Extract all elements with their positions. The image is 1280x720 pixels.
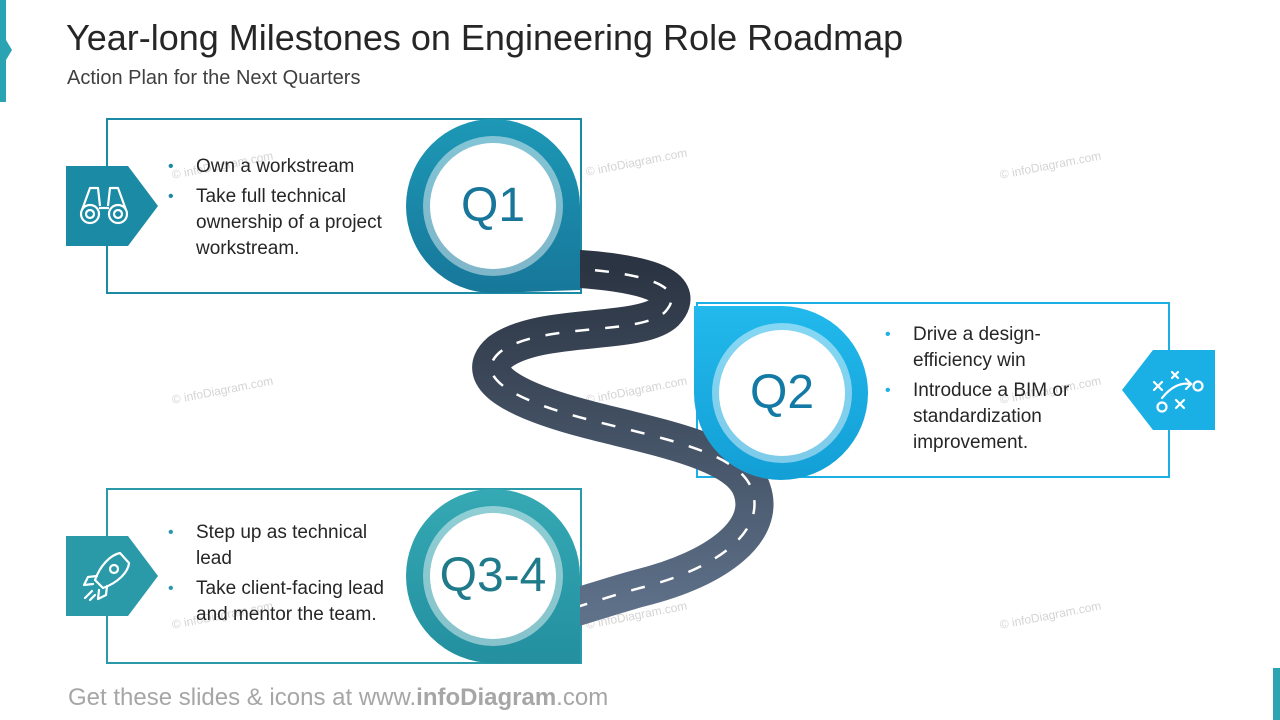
q34-label: Q3-4 xyxy=(439,549,547,602)
q2-label: Q2 xyxy=(749,366,815,419)
footer-text: Get these slides & icons at www.infoDiag… xyxy=(68,683,608,713)
rocket-icon xyxy=(82,551,131,602)
footer-prefix: Get these slides & icons at www. xyxy=(68,684,417,711)
page-subtitle: Action Plan for the Next Quarters xyxy=(67,67,361,89)
list-item: Own a workstream xyxy=(168,154,393,180)
right-accent-bar xyxy=(1273,668,1280,720)
list-item: Take full technical ownership of a proje… xyxy=(168,184,393,262)
q1-label: Q1 xyxy=(460,179,526,232)
footer-brand: infoDiagram xyxy=(416,684,557,711)
q1-icon-tag xyxy=(66,166,158,246)
binoculars-icon xyxy=(79,186,129,225)
left-accent-arrow xyxy=(6,40,12,60)
list-item: Introduce a BIM or standardization impro… xyxy=(885,378,1095,456)
q2-bullet-list: Drive a design-efficiency win Introduce … xyxy=(885,322,1095,460)
q34-bullet-list: Step up as technical lead Take client-fa… xyxy=(168,520,393,632)
left-accent-bar xyxy=(0,0,6,102)
footer-suffix: .com xyxy=(556,684,609,711)
list-item: Step up as technical lead xyxy=(168,520,393,572)
q1-bullet-list: Own a workstream Take full technical own… xyxy=(168,154,393,266)
list-item: Take client-facing lead and mentor the t… xyxy=(168,576,393,628)
q34-icon-tag xyxy=(66,536,158,616)
strategy-play-icon xyxy=(1152,370,1204,413)
page-title: Year-long Milestones on Engineering Role… xyxy=(66,17,904,58)
q2-icon-tag xyxy=(1122,350,1215,430)
list-item: Drive a design-efficiency win xyxy=(885,322,1095,374)
